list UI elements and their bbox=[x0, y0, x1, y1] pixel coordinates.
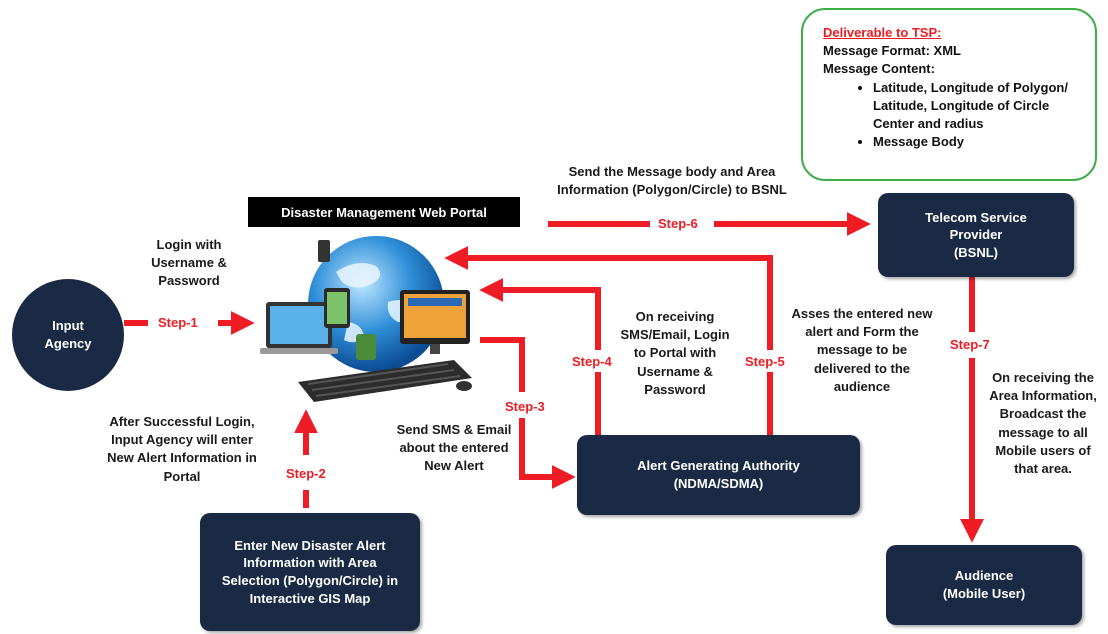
text-line: message to all bbox=[998, 424, 1088, 440]
arrow-step-3 bbox=[480, 337, 565, 477]
text-send-message: Send the Message body and Area Informati… bbox=[538, 163, 806, 199]
deliverable-format: Message Format: XML bbox=[823, 43, 961, 59]
text-on-receiving-sms: On receiving SMS/Email, Login to Portal … bbox=[606, 308, 744, 399]
text-line: that area. bbox=[1014, 460, 1072, 476]
portal-illustration bbox=[260, 236, 472, 402]
text-line: Portal bbox=[163, 468, 201, 484]
step-5-label: Step-5 bbox=[745, 354, 785, 369]
text-line: SMS/Email, Login bbox=[620, 327, 730, 343]
text-line: Password bbox=[644, 381, 706, 397]
node-line: Selection (Polygon/Circle) in bbox=[221, 573, 399, 588]
text-line: After Successful Login, bbox=[109, 414, 255, 429]
node-line: (BSNL) bbox=[953, 244, 999, 260]
text-broadcast: On receiving the Area Information, Broad… bbox=[980, 369, 1106, 478]
step-6-label: Step-6 bbox=[658, 216, 698, 231]
deliverable-bullets: Latitude, Longitude of Polygon/ Latitude… bbox=[823, 79, 1081, 152]
step-1-label: Step-1 bbox=[158, 315, 198, 330]
step-3-label: Step-3 bbox=[505, 399, 545, 414]
deliverable-content-label: Message Content: bbox=[823, 61, 935, 77]
step-4-label: Step-4 bbox=[572, 354, 612, 369]
phone-icon bbox=[318, 240, 330, 262]
node-enter-alert: Enter New Disaster Alert Information wit… bbox=[200, 513, 420, 631]
node-line: Enter New Disaster Alert bbox=[234, 537, 386, 553]
text-login: Login with Username & Password bbox=[134, 236, 244, 291]
portal-label: Disaster Management Web Portal bbox=[248, 197, 520, 227]
text-line: Information (Polygon/Circle) to BSNL bbox=[557, 182, 787, 198]
arrow-step-4 bbox=[490, 290, 601, 435]
text-line: alert and Form the bbox=[805, 324, 919, 340]
text-line: about the entered bbox=[399, 440, 509, 456]
text-line: Username & bbox=[151, 255, 227, 271]
text-line: delivered to the bbox=[813, 360, 911, 376]
text-line: Broadcast the bbox=[999, 406, 1087, 422]
text-line: Send SMS & Email bbox=[396, 422, 512, 437]
deliverable-bullet: Latitude, Longitude of Polygon/ Latitude… bbox=[873, 79, 1081, 134]
deliverable-title: Deliverable to TSP: bbox=[823, 25, 942, 40]
node-line: Input bbox=[52, 318, 84, 334]
text-line: Send the Message body and Area bbox=[568, 164, 776, 179]
text-line: message to be bbox=[816, 342, 908, 358]
text-line: audience bbox=[833, 378, 891, 394]
node-line: (Mobile User) bbox=[942, 586, 1026, 601]
text-line: Mobile users of bbox=[995, 442, 1091, 458]
node-line: Audience bbox=[954, 568, 1014, 584]
node-input-agency: Input Agency bbox=[12, 279, 124, 391]
arrow-step-5 bbox=[455, 258, 773, 435]
text-line: Password bbox=[158, 273, 220, 289]
text-line: On receiving the bbox=[992, 370, 1094, 385]
node-alert-authority: Alert Generating Authority (NDMA/SDMA) bbox=[577, 435, 860, 515]
step-7-label: Step-7 bbox=[950, 337, 990, 352]
text-line: Login with bbox=[156, 237, 222, 252]
text-line: On receiving bbox=[635, 309, 715, 324]
node-telecom-provider: Telecom Service Provider (BSNL) bbox=[878, 193, 1074, 277]
text-line: New Alert Information in bbox=[107, 450, 257, 466]
node-line: Provider bbox=[949, 227, 1003, 243]
node-line: Interactive GIS Map bbox=[249, 590, 371, 606]
node-line: Alert Generating Authority bbox=[637, 458, 800, 474]
text-line: Username & bbox=[637, 363, 713, 379]
node-line: Telecom Service bbox=[925, 209, 1027, 225]
text-after-login: After Successful Login, Input Agency wil… bbox=[92, 413, 272, 486]
text-asses: Asses the entered new alert and Form the… bbox=[778, 305, 946, 396]
text-line: to Portal with bbox=[633, 345, 717, 361]
node-line: (NDMA/SDMA) bbox=[673, 476, 764, 491]
deliverable-bullet: Message Body bbox=[873, 133, 1081, 151]
node-line: Agency bbox=[44, 336, 92, 351]
node-line: Information with Area bbox=[243, 555, 377, 571]
step-2-label: Step-2 bbox=[286, 466, 326, 481]
text-send-sms: Send SMS & Email about the entered New A… bbox=[388, 421, 520, 476]
text-line: New Alert bbox=[424, 458, 484, 474]
text-line: Area Information, bbox=[989, 388, 1097, 404]
deliverable-box: Deliverable to TSP: Message Format: XML … bbox=[801, 8, 1097, 181]
text-line: Asses the entered new bbox=[791, 306, 933, 321]
node-audience: Audience (Mobile User) bbox=[886, 545, 1082, 625]
text-line: Input Agency will enter bbox=[111, 432, 253, 448]
